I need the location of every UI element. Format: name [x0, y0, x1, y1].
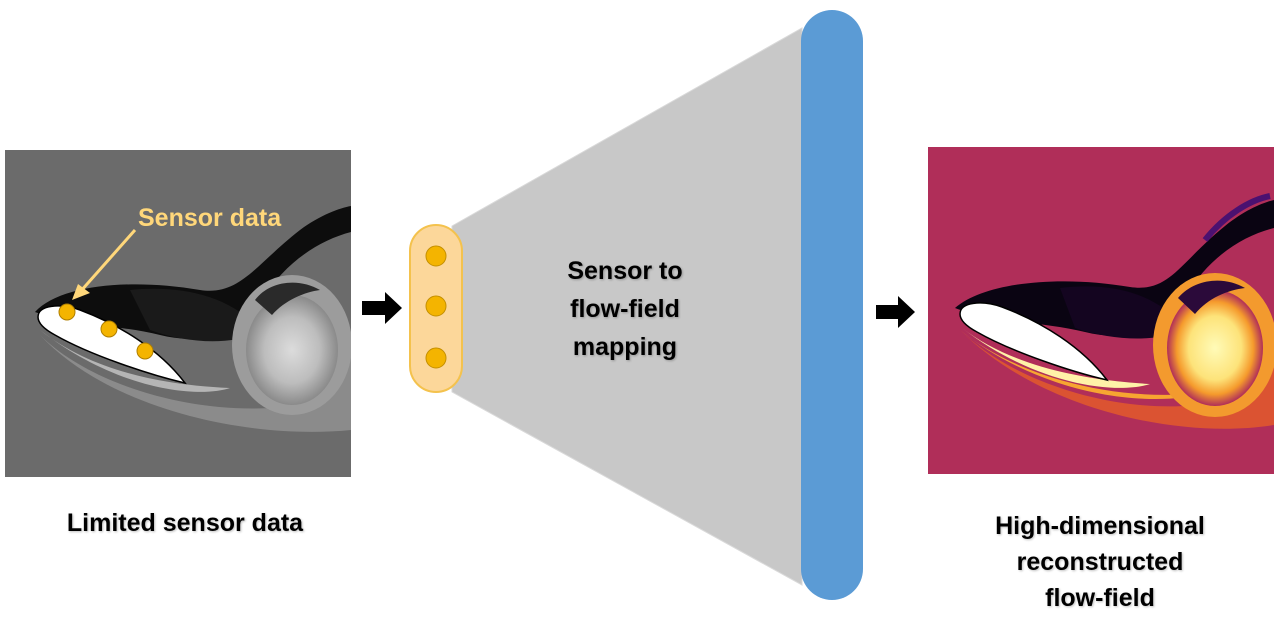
- sensor-dot: [136, 342, 154, 360]
- output-caption: High-dimensional reconstructed flow-fiel…: [995, 512, 1205, 612]
- sensor-dot: [58, 303, 76, 321]
- sensor-annotation-arrow: [78, 229, 137, 293]
- input-node: [425, 245, 447, 267]
- input-flow-panel: Sensor data: [5, 150, 351, 477]
- right-arrow-icon: [876, 296, 915, 328]
- output-layer-bar: [801, 10, 863, 600]
- sensor-dot: [100, 320, 118, 338]
- input-caption: Limited sensor data: [66, 509, 304, 537]
- sensor-data-annotation: Sensor data: [138, 204, 282, 232]
- input-layer: [409, 224, 463, 393]
- sensor-annotation-arrowhead: [72, 284, 90, 300]
- input-node: [425, 347, 447, 369]
- input-node: [425, 295, 447, 317]
- output-flow-panel: [928, 147, 1274, 474]
- mapping-label: Sensor to flow-field mapping: [567, 257, 683, 361]
- input-flow-field: [35, 206, 351, 432]
- airfoil-shape: [959, 302, 1109, 382]
- output-flow-field: [955, 193, 1274, 429]
- right-arrow-icon: [362, 292, 402, 324]
